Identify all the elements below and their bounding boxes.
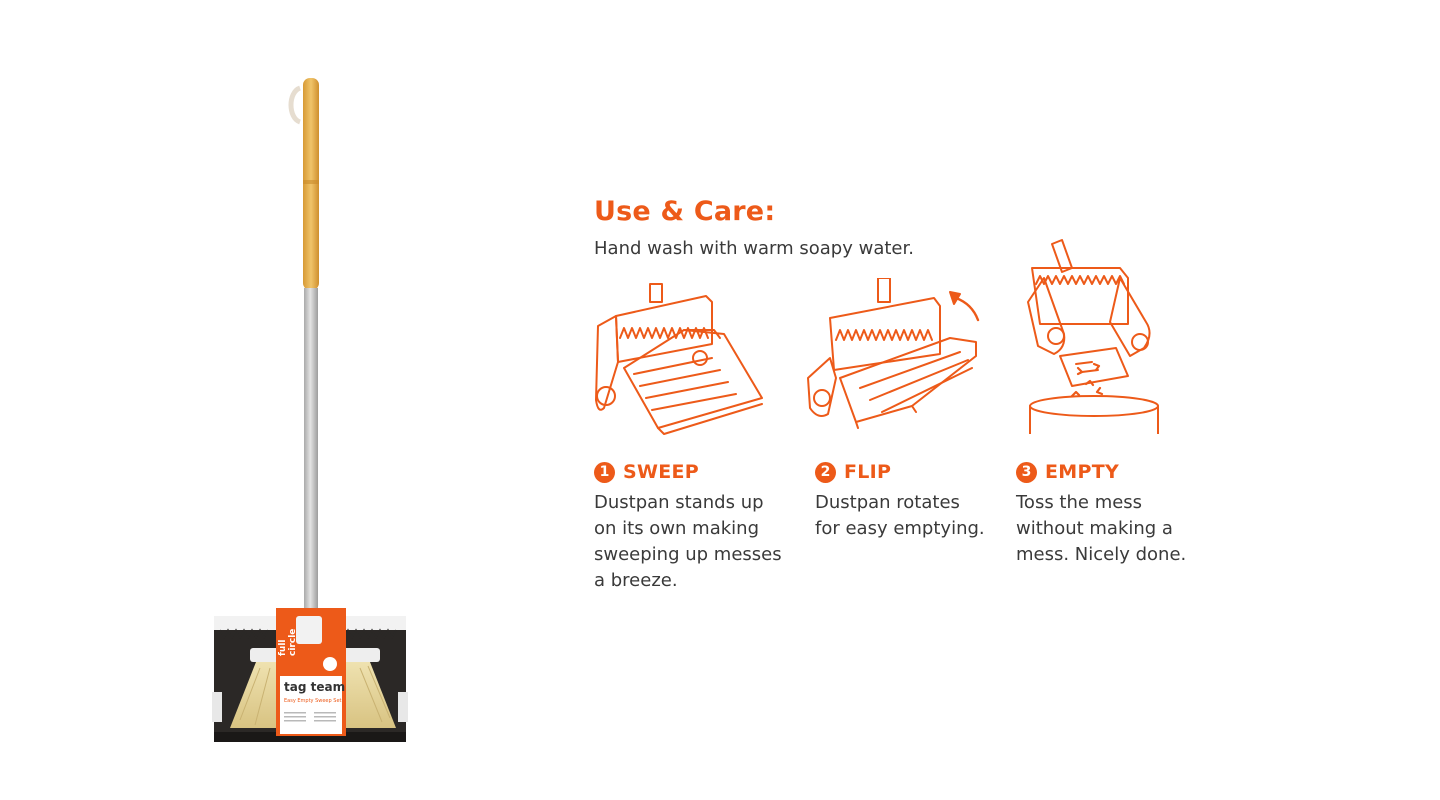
step-title: EMPTY bbox=[1045, 461, 1120, 483]
step-empty: 3 EMPTY Toss the mess without making a m… bbox=[1016, 460, 1226, 568]
step-number-badge: 2 bbox=[815, 461, 836, 483]
product-name: tag team bbox=[284, 680, 346, 694]
step-sweep: 1 SWEEP Dustpan stands up on its own mak… bbox=[594, 460, 794, 594]
step-number-badge: 1 bbox=[594, 461, 615, 483]
step-flip-header: 2 FLIP bbox=[815, 460, 1015, 484]
step-description: Dustpan stands up on its own making swee… bbox=[594, 492, 782, 591]
step-description: Dustpan rotates for easy emptying. bbox=[815, 492, 985, 539]
care-instructions: Hand wash with warm soapy water. bbox=[594, 238, 914, 259]
dustpan-upright-icon bbox=[594, 278, 764, 438]
step-flip: 2 FLIP Dustpan rotates for easy emptying… bbox=[815, 460, 1015, 542]
dustpan-rotating-icon bbox=[800, 278, 990, 438]
step-number-badge: 3 bbox=[1016, 461, 1037, 483]
product-brand-label: full circle bbox=[278, 628, 298, 656]
step-title: FLIP bbox=[844, 461, 892, 483]
step-description: Toss the mess without making a mess. Nic… bbox=[1016, 492, 1187, 565]
product-subtitle: Easy Empty Sweep Set bbox=[284, 698, 342, 704]
care-title: Use & Care: bbox=[594, 196, 776, 227]
product-image: full circle tag team Easy Empty Sweep Se… bbox=[200, 70, 420, 750]
step-sweep-header: 1 SWEEP bbox=[594, 460, 794, 484]
step-empty-header: 3 EMPTY bbox=[1016, 460, 1226, 484]
dustpan-emptying-icon bbox=[1020, 238, 1170, 434]
step-title: SWEEP bbox=[623, 461, 700, 483]
